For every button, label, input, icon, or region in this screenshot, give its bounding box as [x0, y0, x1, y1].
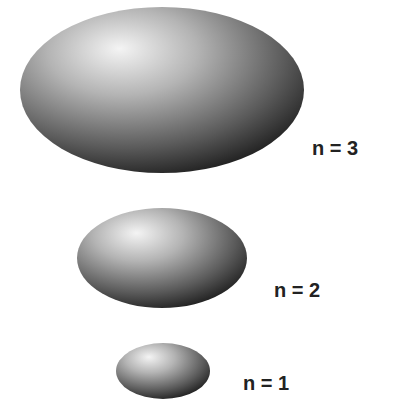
- sphere-n2: [77, 208, 247, 308]
- sphere-n1: [116, 343, 210, 399]
- quantum-number-label: n = 2: [274, 279, 320, 301]
- quantum-number-label: n = 1: [243, 372, 289, 394]
- quantum-number-label: n = 3: [312, 137, 358, 159]
- sphere-n3: [20, 7, 304, 173]
